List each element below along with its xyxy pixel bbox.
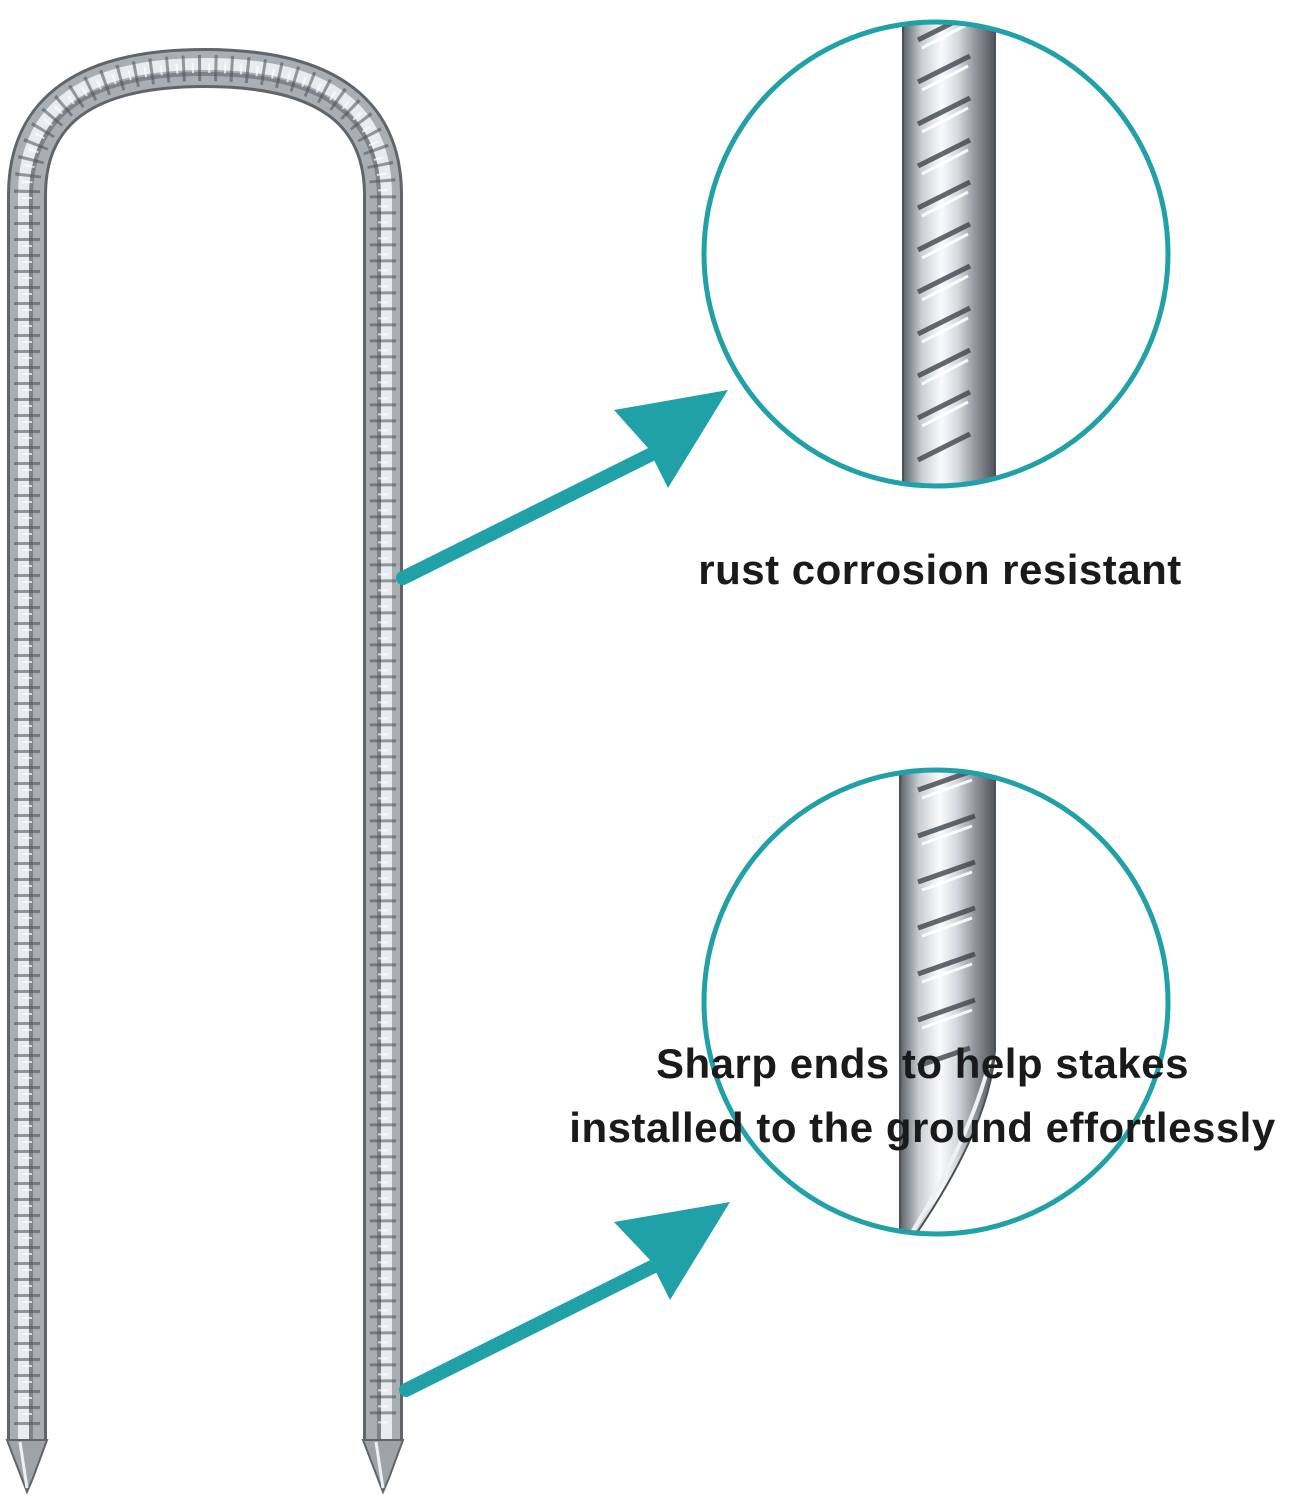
caption-sharp-ends: Sharp ends to help stakes installed to t…: [560, 1036, 1285, 1164]
zoom-circle-sharp-tip: [701, 767, 1171, 1237]
caption-rust-resistant: rust corrosion resistant: [600, 542, 1280, 598]
zoom-circle-rebar-texture: [701, 19, 1171, 489]
callout-arrow-upper: [396, 390, 728, 585]
caption-line: Sharp ends to help stakes: [656, 1040, 1189, 1087]
caption-line: rust corrosion resistant: [698, 546, 1182, 593]
u-stake: [5, 47, 405, 1495]
caption-line: installed to the ground effortlessly: [569, 1104, 1276, 1151]
callout-arrow-lower-head: [399, 1202, 730, 1397]
